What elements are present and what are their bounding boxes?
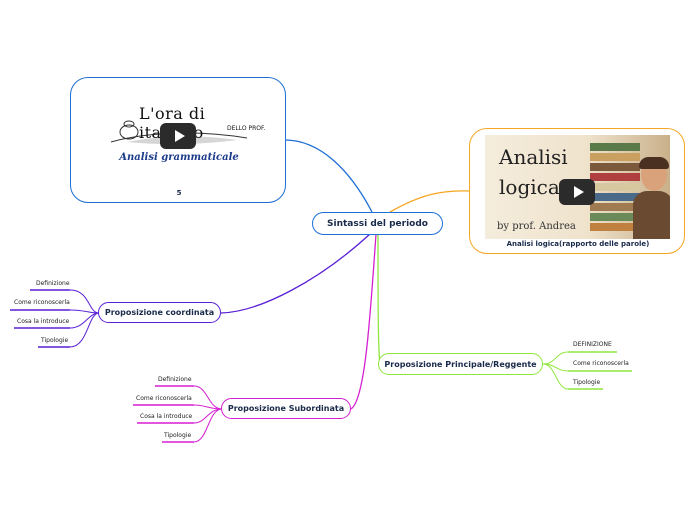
video-thumbnail[interactable]: Analisi logica by prof. Andrea	[485, 135, 670, 239]
topic-analisi-logica[interactable]: Analisi logica by prof. Andrea Analisi l…	[469, 128, 685, 254]
topic-proposizione-subordinata-label: Proposizione Subordinata	[227, 404, 345, 413]
principale-leaf-tipologie[interactable]: Tipologie	[573, 379, 601, 386]
topic-analisi-grammaticale-caption: 5	[176, 189, 182, 197]
play-button-icon[interactable]	[559, 179, 595, 205]
topic-proposizione-coordinata-label: Proposizione coordinata	[104, 308, 215, 317]
topic-proposizione-subordinata[interactable]: Proposizione Subordinata	[221, 398, 351, 419]
topic-analisi-grammaticale[interactable]: L'ora di italiano DELLO PROF. Analisi gr…	[70, 77, 286, 203]
thumbnail-author: by prof. Andrea	[497, 221, 576, 232]
subordinata-leaf-definizione[interactable]: Definizione	[158, 376, 192, 383]
book-stack-image	[590, 143, 640, 239]
coordinata-leaf-come-riconoscerla[interactable]: Come riconoscerla	[14, 299, 70, 306]
subordinata-leaf-tipologie[interactable]: Tipologie	[164, 432, 192, 439]
subordinata-leaf-cosa-la-introduce[interactable]: Cosa la introduce	[140, 413, 193, 420]
central-topic[interactable]: Sintassi del periodo	[312, 212, 443, 235]
topic-proposizione-principale[interactable]: Proposizione Principale/Reggente	[378, 353, 543, 375]
logo-subtitle: DELLO PROF.	[227, 125, 266, 132]
thumbnail-title-line2: logica	[499, 175, 560, 199]
thumbnail-title-line1: Analisi	[499, 145, 568, 169]
principale-leaf-definizione[interactable]: DEFINIZIONE	[573, 341, 612, 348]
subordinata-leaf-come-riconoscerla[interactable]: Come riconoscerla	[136, 395, 192, 402]
logo-title: L'ora di italiano	[139, 104, 206, 142]
topic-analisi-logica-caption: Analisi logica(rapporto delle parole)	[506, 240, 650, 248]
coordinata-leaf-tipologie[interactable]: Tipologie	[41, 337, 69, 344]
principale-leaf-come-riconoscerla[interactable]: Come riconoscerla	[573, 360, 629, 367]
central-topic-label: Sintassi del periodo	[327, 218, 428, 229]
topic-analisi-grammaticale-title: Analisi grammaticale	[119, 152, 239, 163]
play-button-icon[interactable]	[160, 123, 196, 149]
coordinata-leaf-definizione[interactable]: Definizione	[36, 280, 70, 287]
topic-proposizione-principale-label: Proposizione Principale/Reggente	[384, 359, 537, 369]
coordinata-leaf-cosa-la-introduce[interactable]: Cosa la introduce	[17, 318, 70, 325]
presenter-photo	[633, 157, 670, 239]
topic-proposizione-coordinata[interactable]: Proposizione coordinata	[98, 302, 221, 323]
